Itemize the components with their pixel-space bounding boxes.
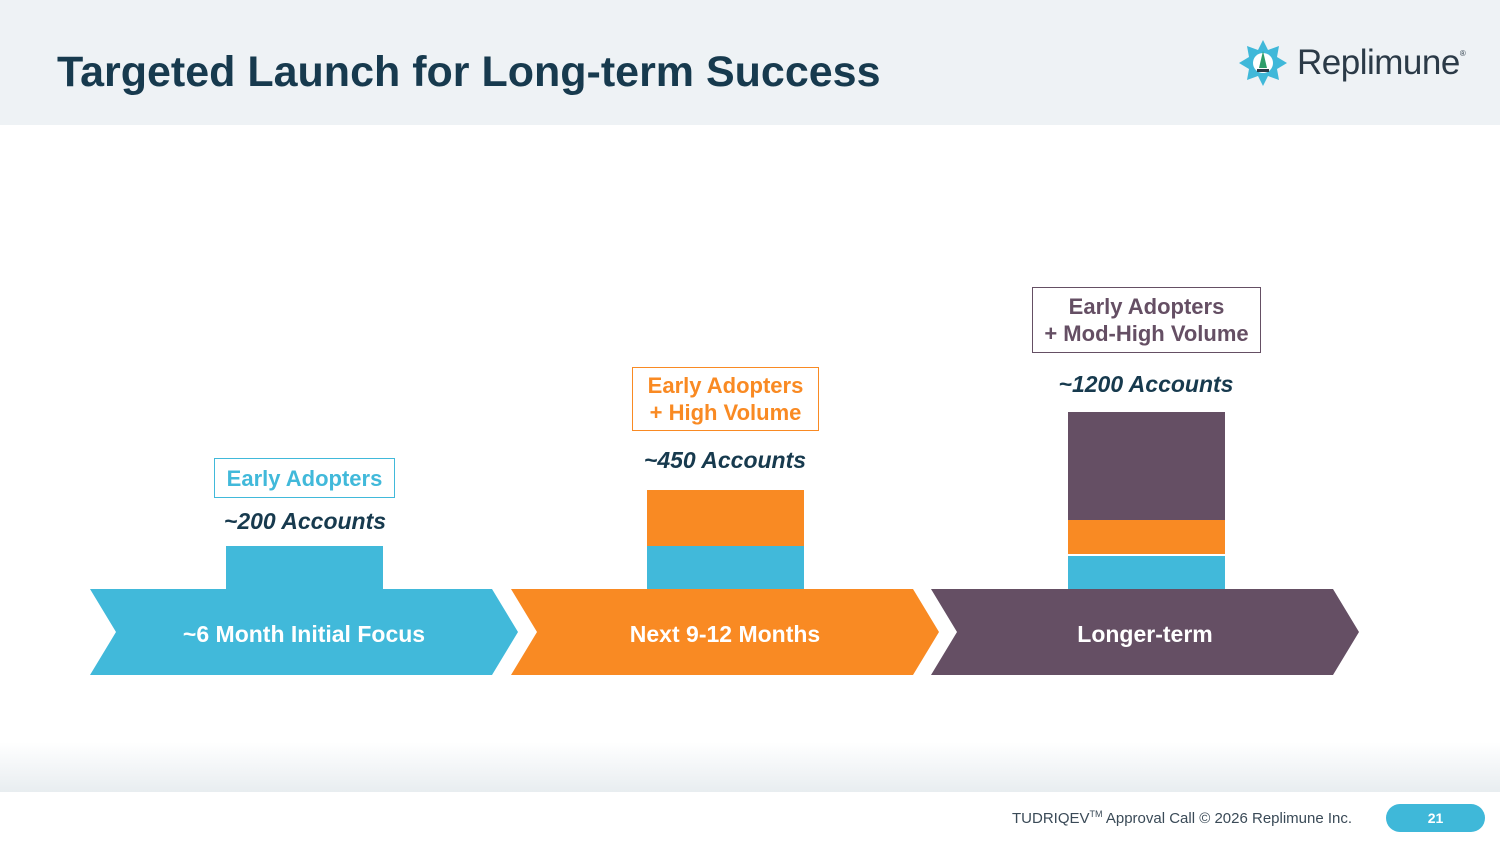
logo-wordmark: Replimune® [1297, 43, 1466, 82]
phase-3-segment-label: Early Adopters + Mod-High Volume [1032, 287, 1261, 353]
company-logo: Replimune® [1237, 38, 1466, 88]
phase-2-accounts: ~450 Accounts [643, 447, 807, 473]
phase-1-accounts: ~200 Accounts [223, 508, 387, 534]
phase-2-bar-early-adopters [647, 546, 804, 590]
phase-3-bar-early-adopters [1068, 556, 1225, 590]
phase-3-bar-mod-high-volume [1068, 412, 1225, 520]
phase-2-segment-label: Early Adopters + High Volume [632, 367, 819, 431]
phase-1-bar-early-adopters [226, 546, 383, 590]
page-number: 21 [1386, 804, 1485, 832]
replimune-star-icon [1239, 40, 1287, 86]
phase-3-label: Longer-term [1077, 621, 1213, 647]
phase-1-chevron [90, 589, 518, 675]
footer-band [0, 742, 1500, 792]
phase-1-label: ~6 Month Initial Focus [182, 621, 426, 647]
phase-2-bar-high-volume [647, 490, 804, 546]
phase-3-chevron [931, 589, 1359, 675]
phase-2-chevron [511, 589, 939, 675]
footer-text: TUDRIQEVTM Approval Call © 2026 Replimun… [1012, 809, 1353, 827]
slide-title: Targeted Launch for Long-term Success [57, 48, 881, 96]
phase-3-bar-high-volume [1068, 520, 1225, 554]
phase-1-segment-label: Early Adopters [214, 458, 395, 498]
phase-2-label: Next 9-12 Months [629, 621, 821, 647]
phase-3-accounts: ~1200 Accounts [1058, 371, 1234, 397]
